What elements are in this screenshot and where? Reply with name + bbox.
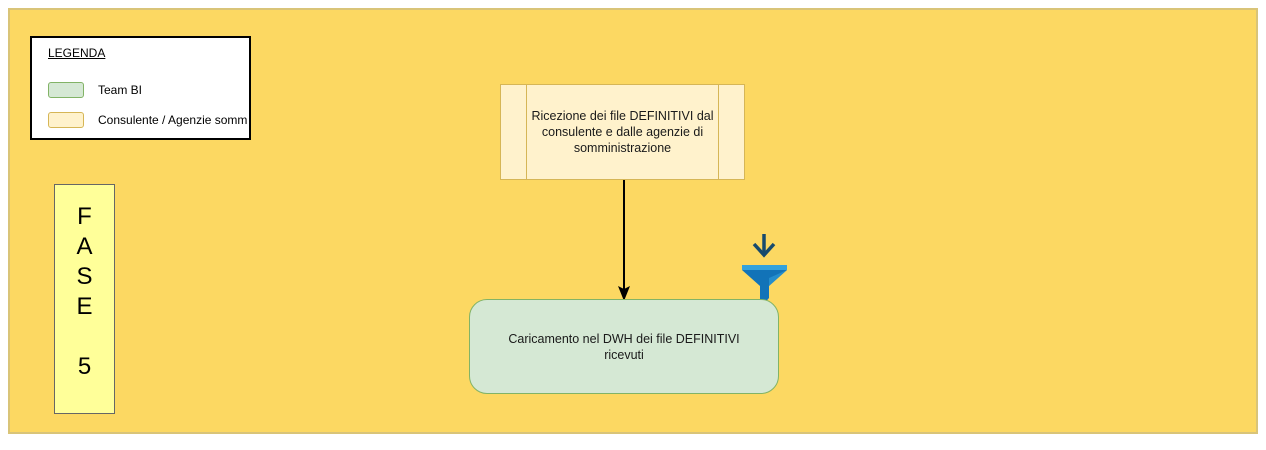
legend-title: LEGENDA xyxy=(48,46,106,60)
team-bi-swatch xyxy=(48,82,84,98)
funnel-download-icon[interactable] xyxy=(733,228,787,310)
arrow-connector xyxy=(618,180,630,301)
legend-item-team-bi: Team BI xyxy=(48,82,142,98)
node-caricamento-dwh[interactable]: Caricamento nel DWH dei file DEFINITIVI … xyxy=(469,299,779,394)
node-caricamento-text: Caricamento nel DWH dei file DEFINITIVI … xyxy=(508,331,740,362)
legend-item-label: Team BI xyxy=(98,83,143,97)
process-side-bar-left xyxy=(526,85,527,179)
legend-box: LEGENDA Team BI Consulente / Agenzie som… xyxy=(30,36,251,140)
legend-item-consulente: Consulente / Agenzie somm xyxy=(48,112,247,128)
phase-5-box[interactable]: F A S E 5 xyxy=(54,184,115,414)
flowchart-canvas: LEGENDA Team BI Consulente / Agenzie som… xyxy=(8,8,1258,434)
legend-item-label: Consulente / Agenzie somm xyxy=(98,113,248,127)
node-ricezione-text: Ricezione dei file DEFINITIVI dal consul… xyxy=(531,109,714,155)
phase-5-label: F A S E 5 xyxy=(76,203,93,380)
process-side-bar-right xyxy=(718,85,719,179)
consulente-swatch xyxy=(48,112,84,128)
node-ricezione-file-definitivi[interactable]: Ricezione dei file DEFINITIVI dal consul… xyxy=(500,84,745,180)
